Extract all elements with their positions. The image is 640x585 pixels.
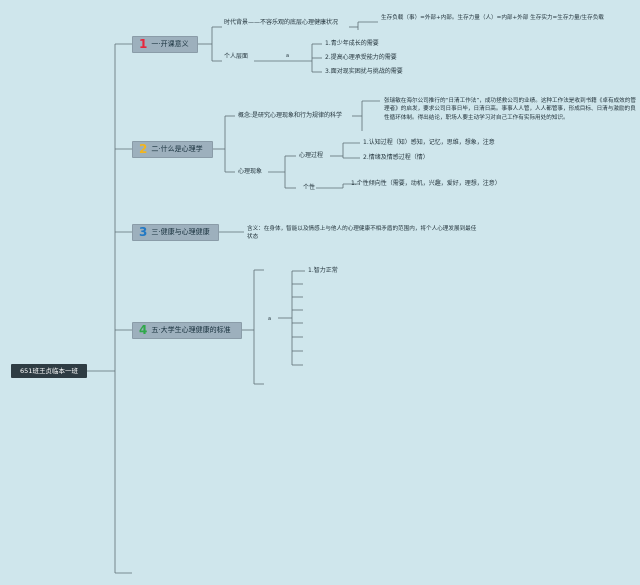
personality-item-1[interactable]: 1.个性倾向性（需要，动机，兴趣，爱好，理想，注意） xyxy=(351,180,501,187)
topic-number-4: 4 xyxy=(139,323,148,337)
topic-label-2: 二·什么是心理学 xyxy=(151,145,203,153)
topic-label-1: 一·开课意义 xyxy=(151,40,189,48)
topic-number-3: 3 xyxy=(139,225,148,239)
era-background-node[interactable]: 时代背景——不容乐观的底层心理健康状况 xyxy=(224,19,339,26)
topic-node-3[interactable]: 3 三·健康与心理健康 xyxy=(132,224,219,241)
personality-node[interactable]: 个性 xyxy=(303,184,316,191)
topic-number-1: 1 xyxy=(139,37,148,51)
need-item-1[interactable]: 1.青少年成长的需要 xyxy=(325,40,379,47)
topic-number-2: 2 xyxy=(139,142,148,156)
health-definition-text[interactable]: 含义：在身体，智能以及情感上与他人的心理健康不相矛盾的范围内，将个人心理发展到最… xyxy=(247,226,477,241)
personal-marker: a xyxy=(286,53,290,59)
era-formula-text[interactable]: 生存负载（事）=外部+内部。生存力量（人）=内部+外部 生存实力=生存力量/生存… xyxy=(381,15,604,21)
root-node[interactable]: 651班王贞临本一班 xyxy=(11,364,87,378)
personal-level-node[interactable]: 个人层面 xyxy=(224,53,249,60)
standard-item-1[interactable]: 1.智力正常 xyxy=(308,267,338,274)
process-item-1[interactable]: 1.认知过程（知）感知，记忆，思维，想象，注意 xyxy=(363,139,495,146)
root-label: 651班王贞临本一班 xyxy=(20,367,78,375)
concept-example-text[interactable]: 张瑞敏在海尔公司推行的“日清工作法”，成功拯救公司的业绩。这种工作法是收到书籍《… xyxy=(384,98,636,121)
process-item-2[interactable]: 2.情绪及情感过程（情） xyxy=(363,154,429,161)
concept-node[interactable]: 概念:是研究心理现象和行为规律的科学 xyxy=(238,112,343,119)
standards-marker: a xyxy=(268,316,272,322)
phenomena-node[interactable]: 心理现象 xyxy=(238,168,263,175)
need-item-2[interactable]: 2.提高心理承受能力的需要 xyxy=(325,54,397,61)
topic-label-3: 三·健康与心理健康 xyxy=(151,228,210,236)
topic-label-4: 五·大学生心理健康的标准 xyxy=(151,326,231,334)
need-item-3[interactable]: 3.面对现实困扰与挑战的需要 xyxy=(325,68,403,75)
topic-node-2[interactable]: 2 二·什么是心理学 xyxy=(132,141,213,158)
topic-node-4[interactable]: 4 五·大学生心理健康的标准 xyxy=(132,322,242,339)
topic-node-1[interactable]: 1 一·开课意义 xyxy=(132,36,198,53)
process-node[interactable]: 心理过程 xyxy=(299,152,324,159)
